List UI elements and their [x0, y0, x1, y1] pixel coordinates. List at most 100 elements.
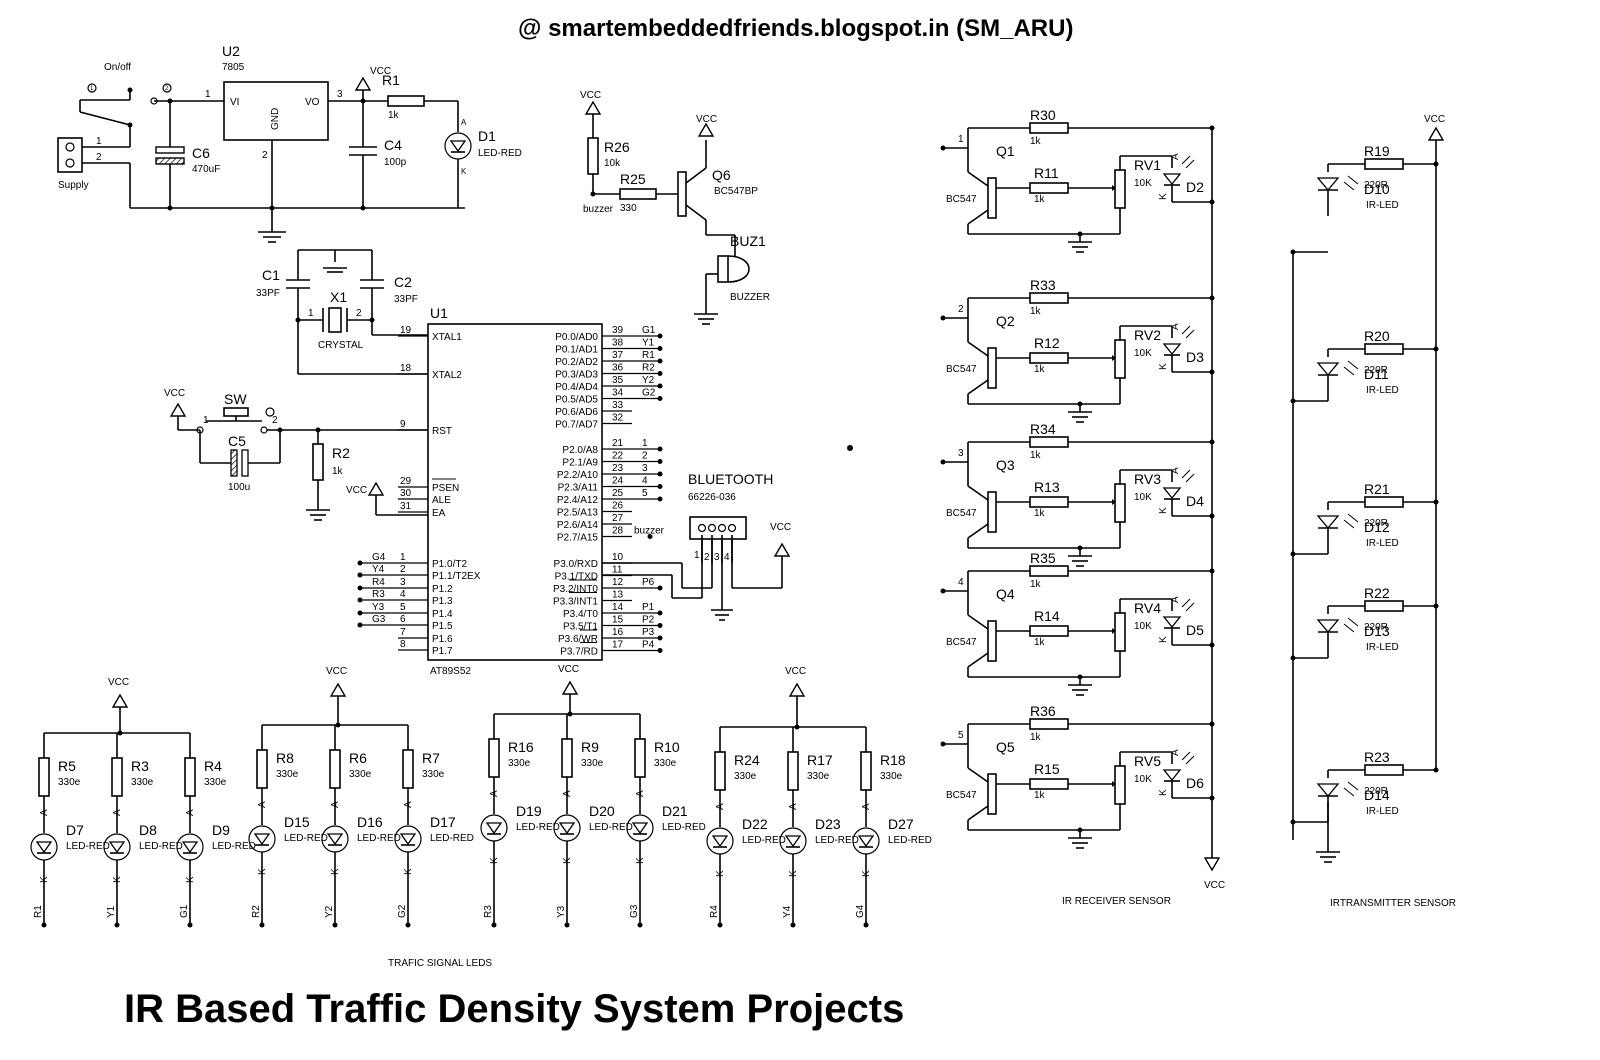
resistor-ref: R24: [734, 752, 760, 768]
transistor-ref: Q1: [996, 143, 1015, 159]
net-label: G3: [372, 614, 386, 625]
pin-name: P1.2: [432, 584, 453, 595]
net-label: P6: [642, 577, 655, 588]
net-label: Y1: [642, 338, 655, 349]
anode-label: A: [112, 809, 123, 816]
resistor-value: 330e: [880, 771, 903, 782]
r-top-ref: R33: [1030, 277, 1056, 293]
traffic-led-group-3: VCCR16330eAKD19LED-REDR3R9330eAKD20LED-R…: [480, 664, 706, 928]
photodiode-ref: D5: [1186, 622, 1204, 638]
anode-label: A: [1170, 749, 1181, 756]
r-base-value: 1k: [1034, 194, 1046, 205]
resistor-ref: R23: [1364, 749, 1390, 765]
pin-number: 6: [400, 614, 406, 625]
led-ref: D19: [516, 803, 542, 819]
anode-label: A: [39, 809, 50, 816]
pin-number: 35: [612, 375, 624, 386]
supply-pin-1: 1: [96, 136, 102, 147]
anode-label: A: [1170, 323, 1181, 330]
pot-value: 10K: [1134, 492, 1152, 503]
resistor-ref: R6: [349, 750, 367, 766]
pin-number: 37: [612, 350, 624, 361]
r25-value: 330: [620, 203, 637, 214]
c2-ref: C2: [394, 274, 412, 290]
pin-number: 39: [612, 325, 624, 336]
mcu-u1: U1 AT89S52 19XTAL118XTAL29RST29PSEN30ALE…: [357, 305, 665, 677]
transistor-value: BC547: [946, 637, 977, 648]
c6-ref: C6: [192, 145, 210, 161]
sw-pin1: 1: [203, 415, 209, 426]
pin-name: P2.3/A11: [558, 483, 599, 494]
x1-ref: X1: [330, 289, 347, 305]
ir-receiver-section: VCC1R301kQ1BC547R111kRV110KAKD22R331kQ2B…: [940, 107, 1225, 891]
x1-pin2: 2: [356, 308, 362, 319]
pin-number: 28: [612, 526, 624, 537]
led-value: LED-RED: [66, 841, 110, 852]
reset-vcc-label: VCC: [164, 388, 185, 399]
mcu-pin-3: 3P1.2R4: [357, 577, 453, 595]
ir-transmitter-label: IRTRANSMITTER SENSOR: [1330, 898, 1456, 909]
r26-ref: R26: [604, 139, 630, 155]
led-ref: D9: [212, 822, 230, 838]
mcu-pin-7: 7P1.6: [398, 627, 453, 645]
resistor-value: 220R: [1364, 622, 1388, 633]
led-ref: D14: [1364, 787, 1390, 803]
transistor-value: BC547: [946, 364, 977, 375]
resistor-value: 220R: [1364, 786, 1388, 797]
net-label: R1: [642, 350, 655, 361]
resistor-value: 330e: [131, 777, 154, 788]
led-ref: D13: [1364, 623, 1390, 639]
anode-label: A: [489, 790, 500, 797]
buzzer-vcc2: VCC: [696, 114, 717, 125]
led-value: IR-LED: [1366, 200, 1399, 211]
resistor-value: 330e: [276, 769, 299, 780]
transistor-ref: Q3: [996, 457, 1015, 473]
led-ref: D16: [357, 814, 383, 830]
ground-symbol: [258, 231, 286, 243]
r-base-ref: R12: [1034, 335, 1060, 351]
switch-label: On/off: [104, 62, 131, 73]
cathode-label: K: [715, 870, 726, 877]
ir-transmitter-section: VCCR19220RD10IR-LEDR20220RD11IR-LEDR2122…: [1290, 114, 1445, 863]
transistor-value: BC547: [946, 790, 977, 801]
bluetooth-title: BLUETOOTH: [688, 471, 773, 487]
resistor-r1: R1 1k: [382, 72, 458, 121]
pin-number: 14: [612, 602, 624, 613]
anode-label: A: [1170, 596, 1181, 603]
led-value: LED-RED: [516, 822, 560, 833]
pin-number: 23: [612, 463, 624, 474]
net-label: 2: [958, 304, 964, 315]
resistor-ref: R8: [276, 750, 294, 766]
net-label: 3: [642, 463, 648, 474]
x1-value: CRYSTAL: [318, 340, 364, 351]
anode-label: A: [635, 790, 646, 797]
pin-number: 15: [612, 615, 624, 626]
cathode-label: K: [1158, 789, 1169, 796]
u2-pin2: 2: [262, 150, 268, 161]
resistor-ref: R16: [508, 739, 534, 755]
vcc-label: VCC: [558, 664, 579, 675]
led-value: LED-RED: [662, 822, 706, 833]
r-base-ref: R13: [1034, 479, 1060, 495]
net-label: 2: [642, 451, 648, 462]
pin-name: P3.4/T0: [563, 609, 598, 620]
anode-label: A: [788, 803, 799, 810]
ea-vcc-label: VCC: [346, 485, 367, 496]
resistor-ref: R3: [131, 758, 149, 774]
pin-name: P2.7/A15: [557, 533, 599, 544]
resistor-value: 220R: [1364, 365, 1388, 376]
pin-name: P1.3: [432, 596, 453, 607]
bt-pin-1: [697, 523, 707, 533]
pin-name: P2.1/A9: [562, 458, 598, 469]
